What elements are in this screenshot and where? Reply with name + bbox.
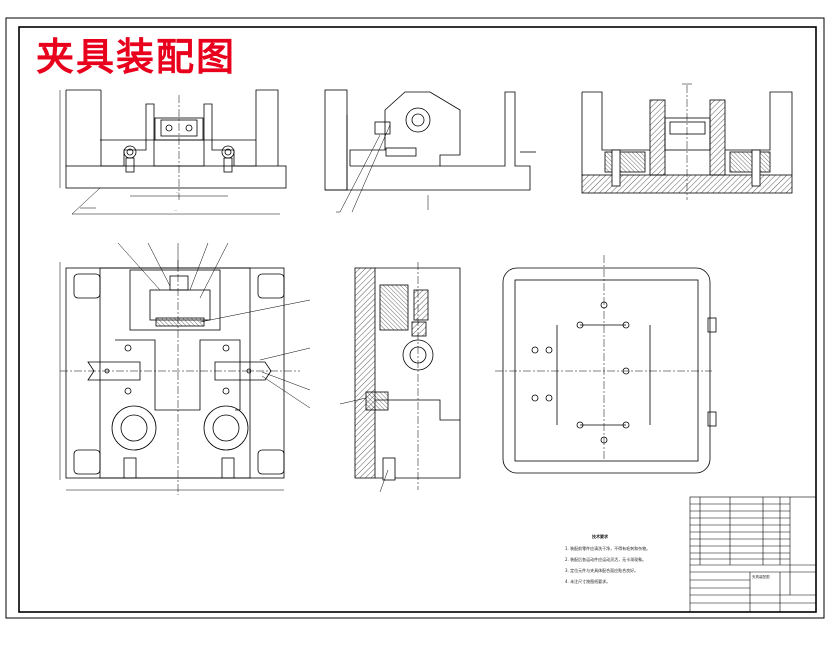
technical-requirements: 技术要求 1. 装配前零件应清洗干净，不得有毛刺和杂物。 2. 装配后各运动件应… [565,533,650,584]
front-view-width-label: ··· [174,209,177,213]
drawing-title: 夹具装配图 [36,34,237,79]
front-view [59,89,287,215]
base-plate-view [495,255,717,474]
tech-req-heading: 技术要求 [592,533,609,539]
title-block [689,496,817,613]
plan-view [59,242,311,495]
title-block-drawing-name: 夹具装配图 [752,574,770,579]
tech-req-item-4: 4. 未注尺寸按图纸要求。 [565,578,610,584]
side-view [324,89,536,213]
section-view-top [581,83,793,200]
side-section-view [339,262,461,493]
tech-req-item-2: 2. 装配后各运动件应运动灵活，无卡滞现象。 [565,556,646,562]
tech-req-item-3: 3. 定位元件与夹具体配合面应贴合良好。 [565,567,638,573]
inner-border [18,26,817,613]
front-view-dim-label: ··· [176,191,179,195]
tech-req-item-1: 1. 装配前零件应清洗干净，不得有毛刺和杂物。 [565,545,650,551]
outer-border [5,17,825,619]
